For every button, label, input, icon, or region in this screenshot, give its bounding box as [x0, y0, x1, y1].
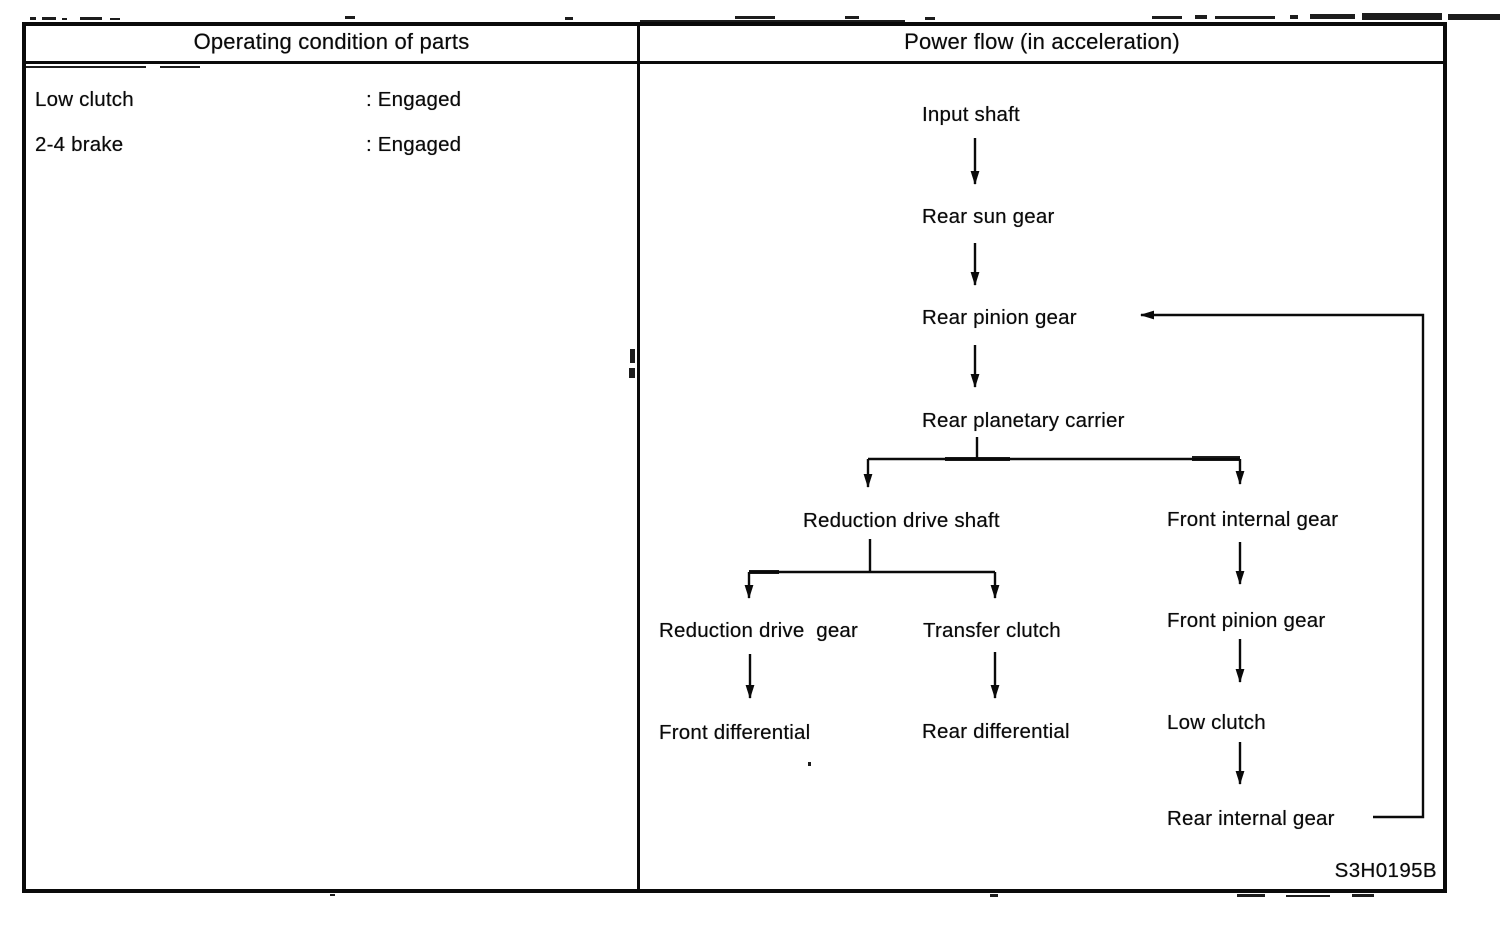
condition-part-label: Low clutch	[35, 88, 134, 111]
header-row-separator	[22, 61, 1447, 64]
branch-reduction-drive-shaft	[749, 539, 995, 574]
column-divider	[637, 22, 640, 893]
header-power-flow: Power flow (in acceleration)	[904, 29, 1180, 54]
branch-rear-planetary-carrier	[868, 437, 1240, 461]
flow-node-front-internal-gear: Front internal gear	[1167, 508, 1339, 531]
condition-part-label: 2-4 brake	[35, 133, 124, 156]
arrow-rear-internal-gear-loop-to-rear-pinion-gear	[1140, 310, 1425, 819]
flow-node-reduction-drive-gear: Reduction drive gear	[659, 619, 859, 642]
condition-state-label: : Engaged	[366, 133, 462, 156]
condition-state-label: : Engaged	[366, 88, 462, 111]
flow-node-front-pinion-gear: Front pinion gear	[1167, 609, 1326, 632]
figure-code: S3H0195B	[1334, 859, 1437, 882]
flow-node-rear-pinion-gear: Rear pinion gear	[922, 306, 1077, 329]
flow-node-rear-sun-gear: Rear sun gear	[922, 205, 1055, 228]
flow-node-rear-internal-gear: Rear internal gear	[1167, 807, 1335, 830]
flow-node-rear-planetary-carrier: Rear planetary carrier	[922, 409, 1125, 432]
flow-node-front-differential: Front differential	[659, 721, 811, 744]
flow-node-input-shaft: Input shaft	[922, 103, 1020, 126]
flow-node-rear-differential: Rear differential	[922, 720, 1070, 743]
flow-node-transfer-clutch: Transfer clutch	[923, 619, 1061, 642]
flow-node-reduction-drive-shaft: Reduction drive shaft	[803, 509, 1000, 532]
header-operating-condition: Operating condition of parts	[193, 29, 470, 54]
flow-node-low-clutch: Low clutch	[1167, 711, 1266, 734]
scan-noise	[26, 13, 1500, 897]
